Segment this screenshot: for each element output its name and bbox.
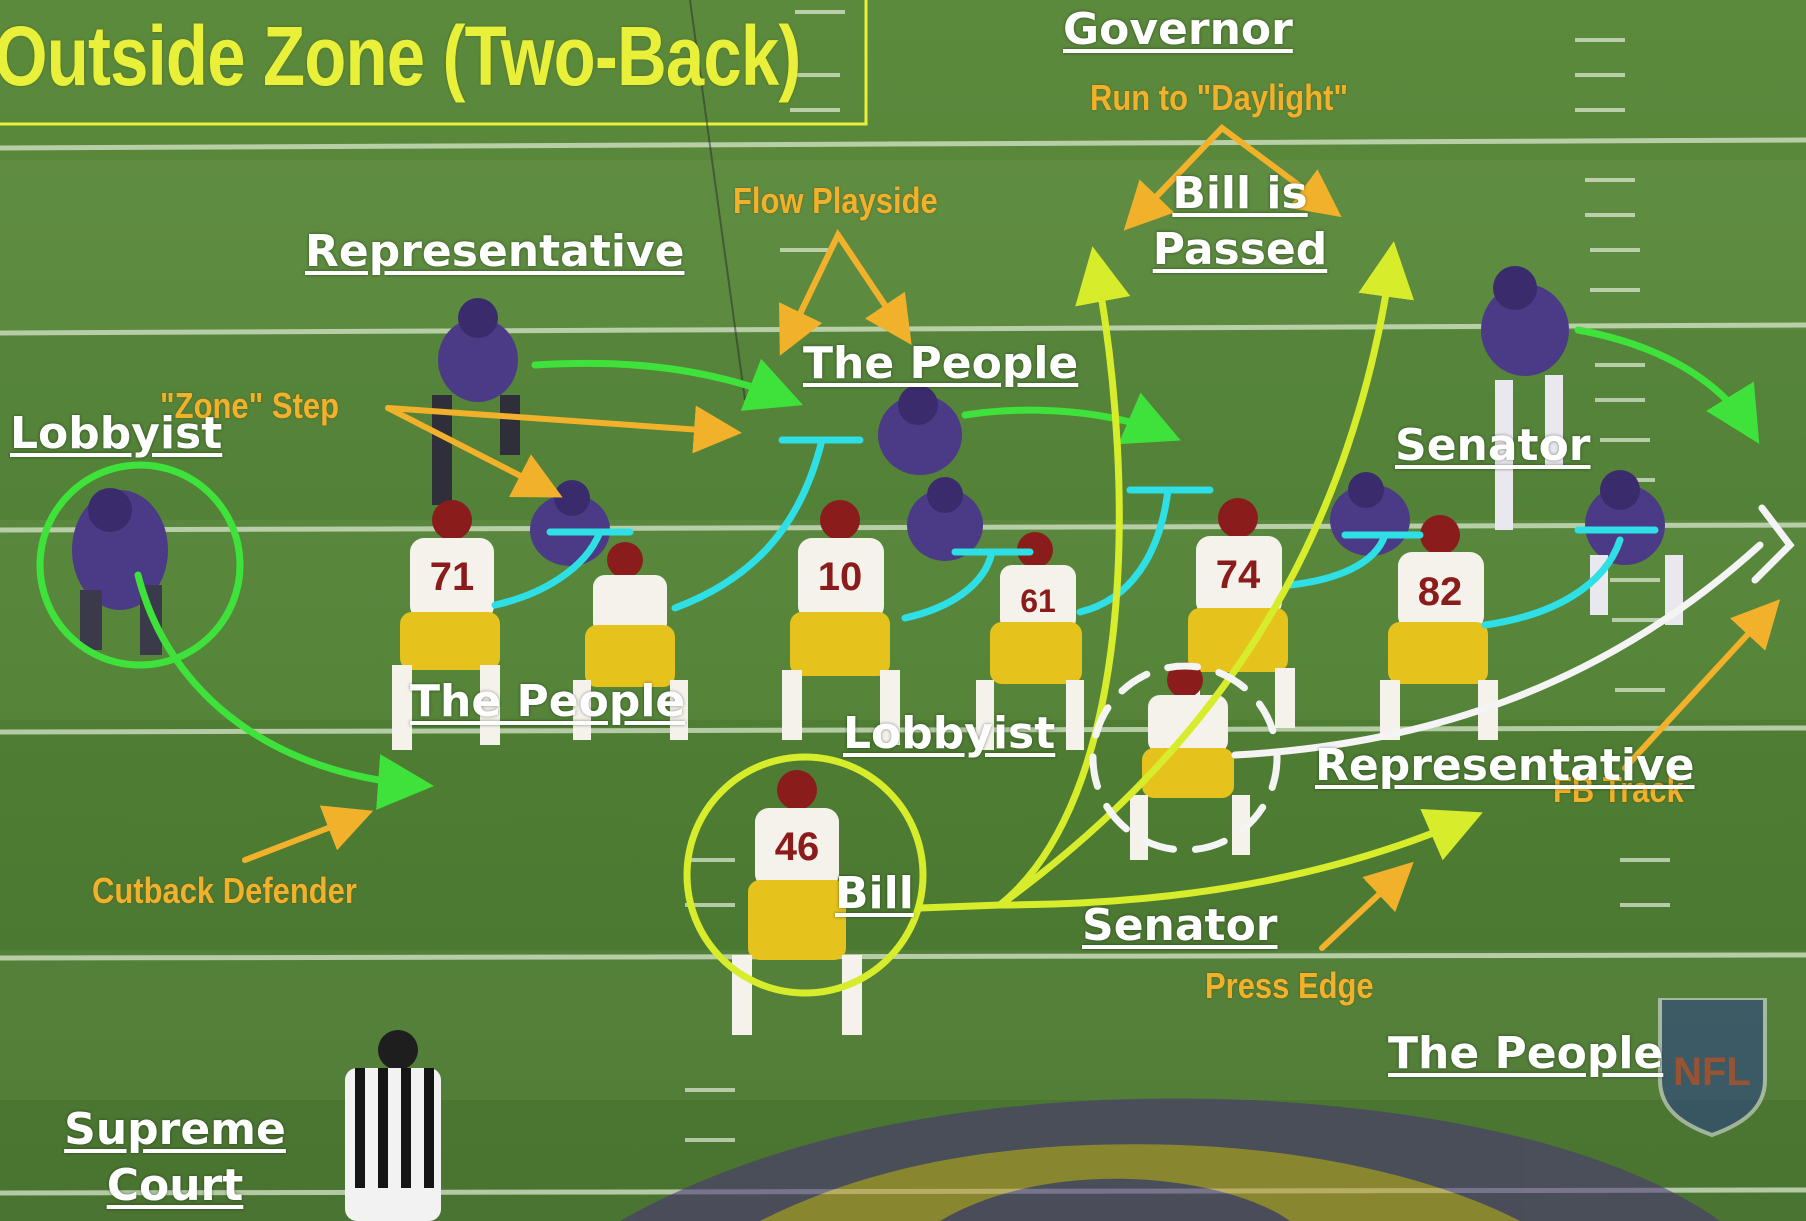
- press-edge-label: Press Edge: [1205, 965, 1374, 1006]
- governor-label: Governor: [1063, 4, 1293, 55]
- orange-zone-step-2: [385, 405, 563, 498]
- orange-press-edge: [1319, 861, 1414, 951]
- nfl-watermark-text: NFL: [1673, 1050, 1751, 1094]
- green-arrow-lb-left: [531, 358, 804, 411]
- yellow-path-daylight-2: [996, 241, 1414, 909]
- defender-lobbyist-end: [72, 488, 168, 655]
- the-people-mid-label: The People: [410, 676, 686, 727]
- orange-fb-track: [1622, 599, 1781, 771]
- player-71: [392, 500, 500, 750]
- fb-track-label: FB Track: [1553, 769, 1684, 810]
- orange-arrows: [242, 124, 1781, 951]
- the-people-bottom-label: The People: [1388, 1028, 1664, 1079]
- jersey-10: 10: [818, 555, 863, 599]
- white-paths: [1089, 504, 1795, 854]
- green-arrow-lb-mid: [961, 392, 1181, 445]
- green-arrow-lb-right: [1574, 326, 1760, 444]
- jersey-71: 71: [430, 555, 475, 599]
- bill-label: Bill: [835, 868, 914, 919]
- zone-step-label: "Zone" Step: [160, 385, 340, 426]
- white-path-fullback: [1231, 541, 1764, 759]
- cyan-blocks: [491, 436, 1659, 629]
- white-dashed-circle: [1089, 662, 1281, 854]
- yellow-path-bounce: [996, 808, 1483, 909]
- jersey-numbers: 71 10 61 74 82 46: [430, 553, 1463, 869]
- jersey-61: 61: [1020, 583, 1056, 619]
- referee: [345, 1030, 441, 1221]
- defender-linebacker-mid: [878, 385, 962, 475]
- orange-cutback: [242, 805, 374, 863]
- the-people-top-label: The People: [803, 338, 1079, 389]
- green-circle-lobbyist: [36, 461, 244, 669]
- white-chevron: [1751, 504, 1795, 584]
- yellow-circle-bill: [683, 753, 927, 997]
- yellow-path-daylight-1: [996, 246, 1131, 909]
- bill-is-passed-line2: Passed: [1152, 224, 1328, 275]
- yellow-paths: [683, 241, 1483, 997]
- senator-bottom-label: Senator: [1082, 900, 1278, 951]
- orange-zone-step-1: [385, 405, 742, 454]
- green-arrows: [36, 326, 1760, 810]
- supreme-court-line1: Supreme: [64, 1104, 286, 1155]
- bill-is-passed-line1: Bill is: [1172, 168, 1308, 219]
- player-10: [782, 500, 900, 745]
- bill-is-passed-label: Bill is Passed: [1150, 166, 1330, 278]
- defender-outside-right: [1585, 470, 1683, 625]
- player-center-left: [573, 542, 688, 740]
- defender-linebacker-left: [432, 298, 520, 505]
- defender-linebacker-right: [1481, 266, 1569, 530]
- defender-de-right: [1330, 472, 1410, 556]
- player-61: [976, 532, 1084, 750]
- hash-marks: [685, 10, 1670, 1142]
- supreme-court-line2: Court: [106, 1160, 244, 1211]
- lobbyist-mid-label: Lobbyist: [843, 708, 1056, 759]
- midfield-logo: [620, 1098, 1720, 1221]
- senator-right-label: Senator: [1395, 420, 1591, 471]
- camera-wire: [689, 0, 746, 401]
- jersey-82: 82: [1418, 570, 1463, 614]
- title-box: [0, 0, 868, 126]
- run-to-daylight-label: Run to "Daylight": [1090, 77, 1349, 118]
- flow-playside-label: Flow Playside: [733, 180, 938, 221]
- jersey-46: 46: [775, 825, 820, 869]
- defender-dt-left: [530, 480, 610, 566]
- diagram-title: Outside Zone (Two-Back): [0, 9, 801, 103]
- jersey-74: 74: [1216, 553, 1261, 597]
- player-82: [1380, 515, 1498, 740]
- defender-dt-mid: [907, 477, 983, 561]
- supreme-court-label: Supreme Court: [60, 1102, 290, 1214]
- representative-right-label: Representative: [1315, 740, 1695, 791]
- green-arrow-lobbyist: [134, 571, 434, 810]
- yellow-path-bill: [916, 901, 1004, 912]
- nfl-shield-icon: NFL: [1658, 998, 1767, 1138]
- cutback-defender-label: Cutback Defender: [92, 870, 357, 911]
- lobbyist-left-label: Lobbyist: [10, 408, 223, 459]
- representative-top-label: Representative: [305, 226, 685, 277]
